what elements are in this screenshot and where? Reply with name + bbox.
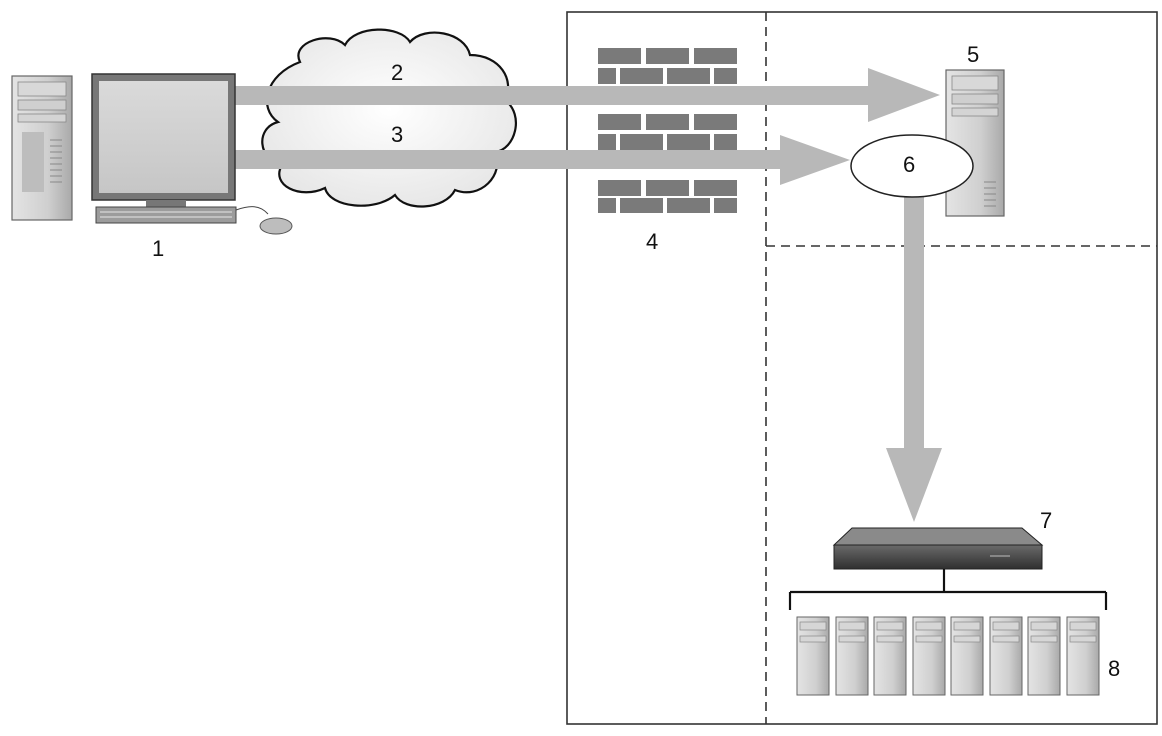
- label-firewall: 4: [646, 229, 659, 254]
- ellipse-node-icon: [850, 134, 974, 198]
- label-module: 6: [903, 152, 916, 177]
- server-bus-line: [788, 569, 1108, 610]
- connection-arrow-middle: [232, 135, 850, 185]
- label-web-server: 5: [967, 42, 980, 67]
- label-client: 1: [152, 236, 165, 261]
- label-path-b: 3: [391, 122, 404, 147]
- label-path-a: 2: [391, 60, 404, 85]
- cloud-icon: [261, 28, 517, 208]
- connection-arrow-down: [886, 195, 942, 522]
- datacenter-frame: [566, 11, 1158, 725]
- server-rack-icon: [796, 616, 1100, 696]
- network-switch-icon: [832, 527, 1044, 570]
- brick-wall-icon: [598, 48, 737, 213]
- connection-arrow-top: [232, 68, 940, 122]
- label-server-farm: 8: [1108, 656, 1121, 681]
- desktop-computer-icon: [11, 73, 293, 235]
- label-switch: 7: [1040, 508, 1053, 533]
- tower-server-icon: [945, 69, 1005, 217]
